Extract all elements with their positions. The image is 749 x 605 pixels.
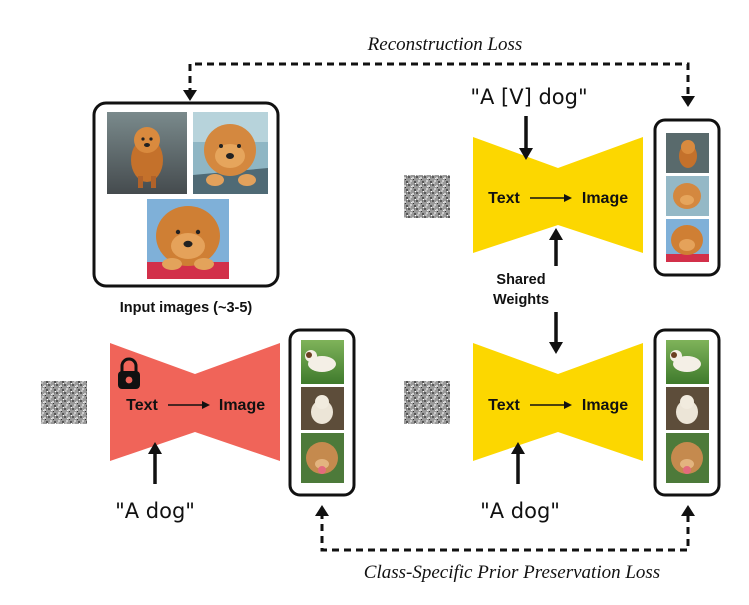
input-images-box	[92, 101, 280, 288]
class-output-right-photo-2	[666, 387, 709, 430]
class-output-right-photo-3	[666, 433, 709, 483]
class-generator-left-image-label: Image	[219, 397, 265, 414]
class-output-left-photo-3	[301, 433, 344, 483]
reconstruction-loss-path	[183, 62, 695, 107]
prior-preservation-loss-label: Class-Specific Prior Preservation Loss	[364, 562, 660, 583]
lock-icon	[118, 357, 140, 389]
prior-preservation-loss-path	[315, 505, 695, 552]
class-noise-patch-left	[41, 381, 87, 424]
input-images-caption: Input images (~3-5)	[120, 300, 253, 316]
subject-output-photo-1	[666, 133, 709, 173]
input-dog-photo-3	[147, 199, 229, 279]
class-noise-patch-right	[404, 381, 450, 424]
shared-weights-label-line1: Shared	[496, 272, 545, 288]
class-generator-network-left: Text Image	[110, 343, 280, 461]
shared-weights-arrow	[496, 228, 563, 354]
input-dog-photo-1	[107, 112, 187, 194]
class-output-box-left	[288, 328, 356, 497]
subject-output-box	[653, 118, 721, 277]
class-prompt-right: "A dog"	[480, 499, 560, 523]
class-output-box-right	[653, 328, 721, 497]
class-generator-network-right: Text Image	[473, 343, 643, 461]
input-dog-photo-2	[193, 112, 268, 194]
class-generator-shape-left	[110, 343, 280, 461]
subject-generator-text-label: Text	[488, 190, 520, 207]
subject-prompt: "A [V] dog"	[470, 85, 587, 109]
class-output-right-photo-1	[666, 340, 709, 384]
subject-noise-patch	[404, 175, 450, 218]
class-generator-left-text-label: Text	[126, 397, 158, 414]
subject-output-photo-2	[666, 176, 709, 216]
class-output-left-photo-1	[301, 340, 344, 384]
class-generator-right-image-label: Image	[582, 397, 628, 414]
subject-output-photo-3	[666, 219, 709, 262]
shared-weights-label-line2: Weights	[493, 292, 549, 308]
class-output-left-photo-2	[301, 387, 344, 430]
subject-generator-network: Text Image	[473, 137, 643, 253]
reconstruction-loss-label: Reconstruction Loss	[367, 34, 523, 55]
subject-generator-image-label: Image	[582, 190, 628, 207]
class-generator-shape-right	[473, 343, 643, 461]
class-prompt-arrow-left	[148, 442, 162, 484]
class-prompt-arrow-right	[511, 442, 525, 484]
class-generator-right-text-label: Text	[488, 397, 520, 414]
subject-prompt-arrow	[519, 116, 533, 160]
class-prompt-left: "A dog"	[115, 499, 195, 523]
subject-generator-shape	[473, 137, 643, 253]
